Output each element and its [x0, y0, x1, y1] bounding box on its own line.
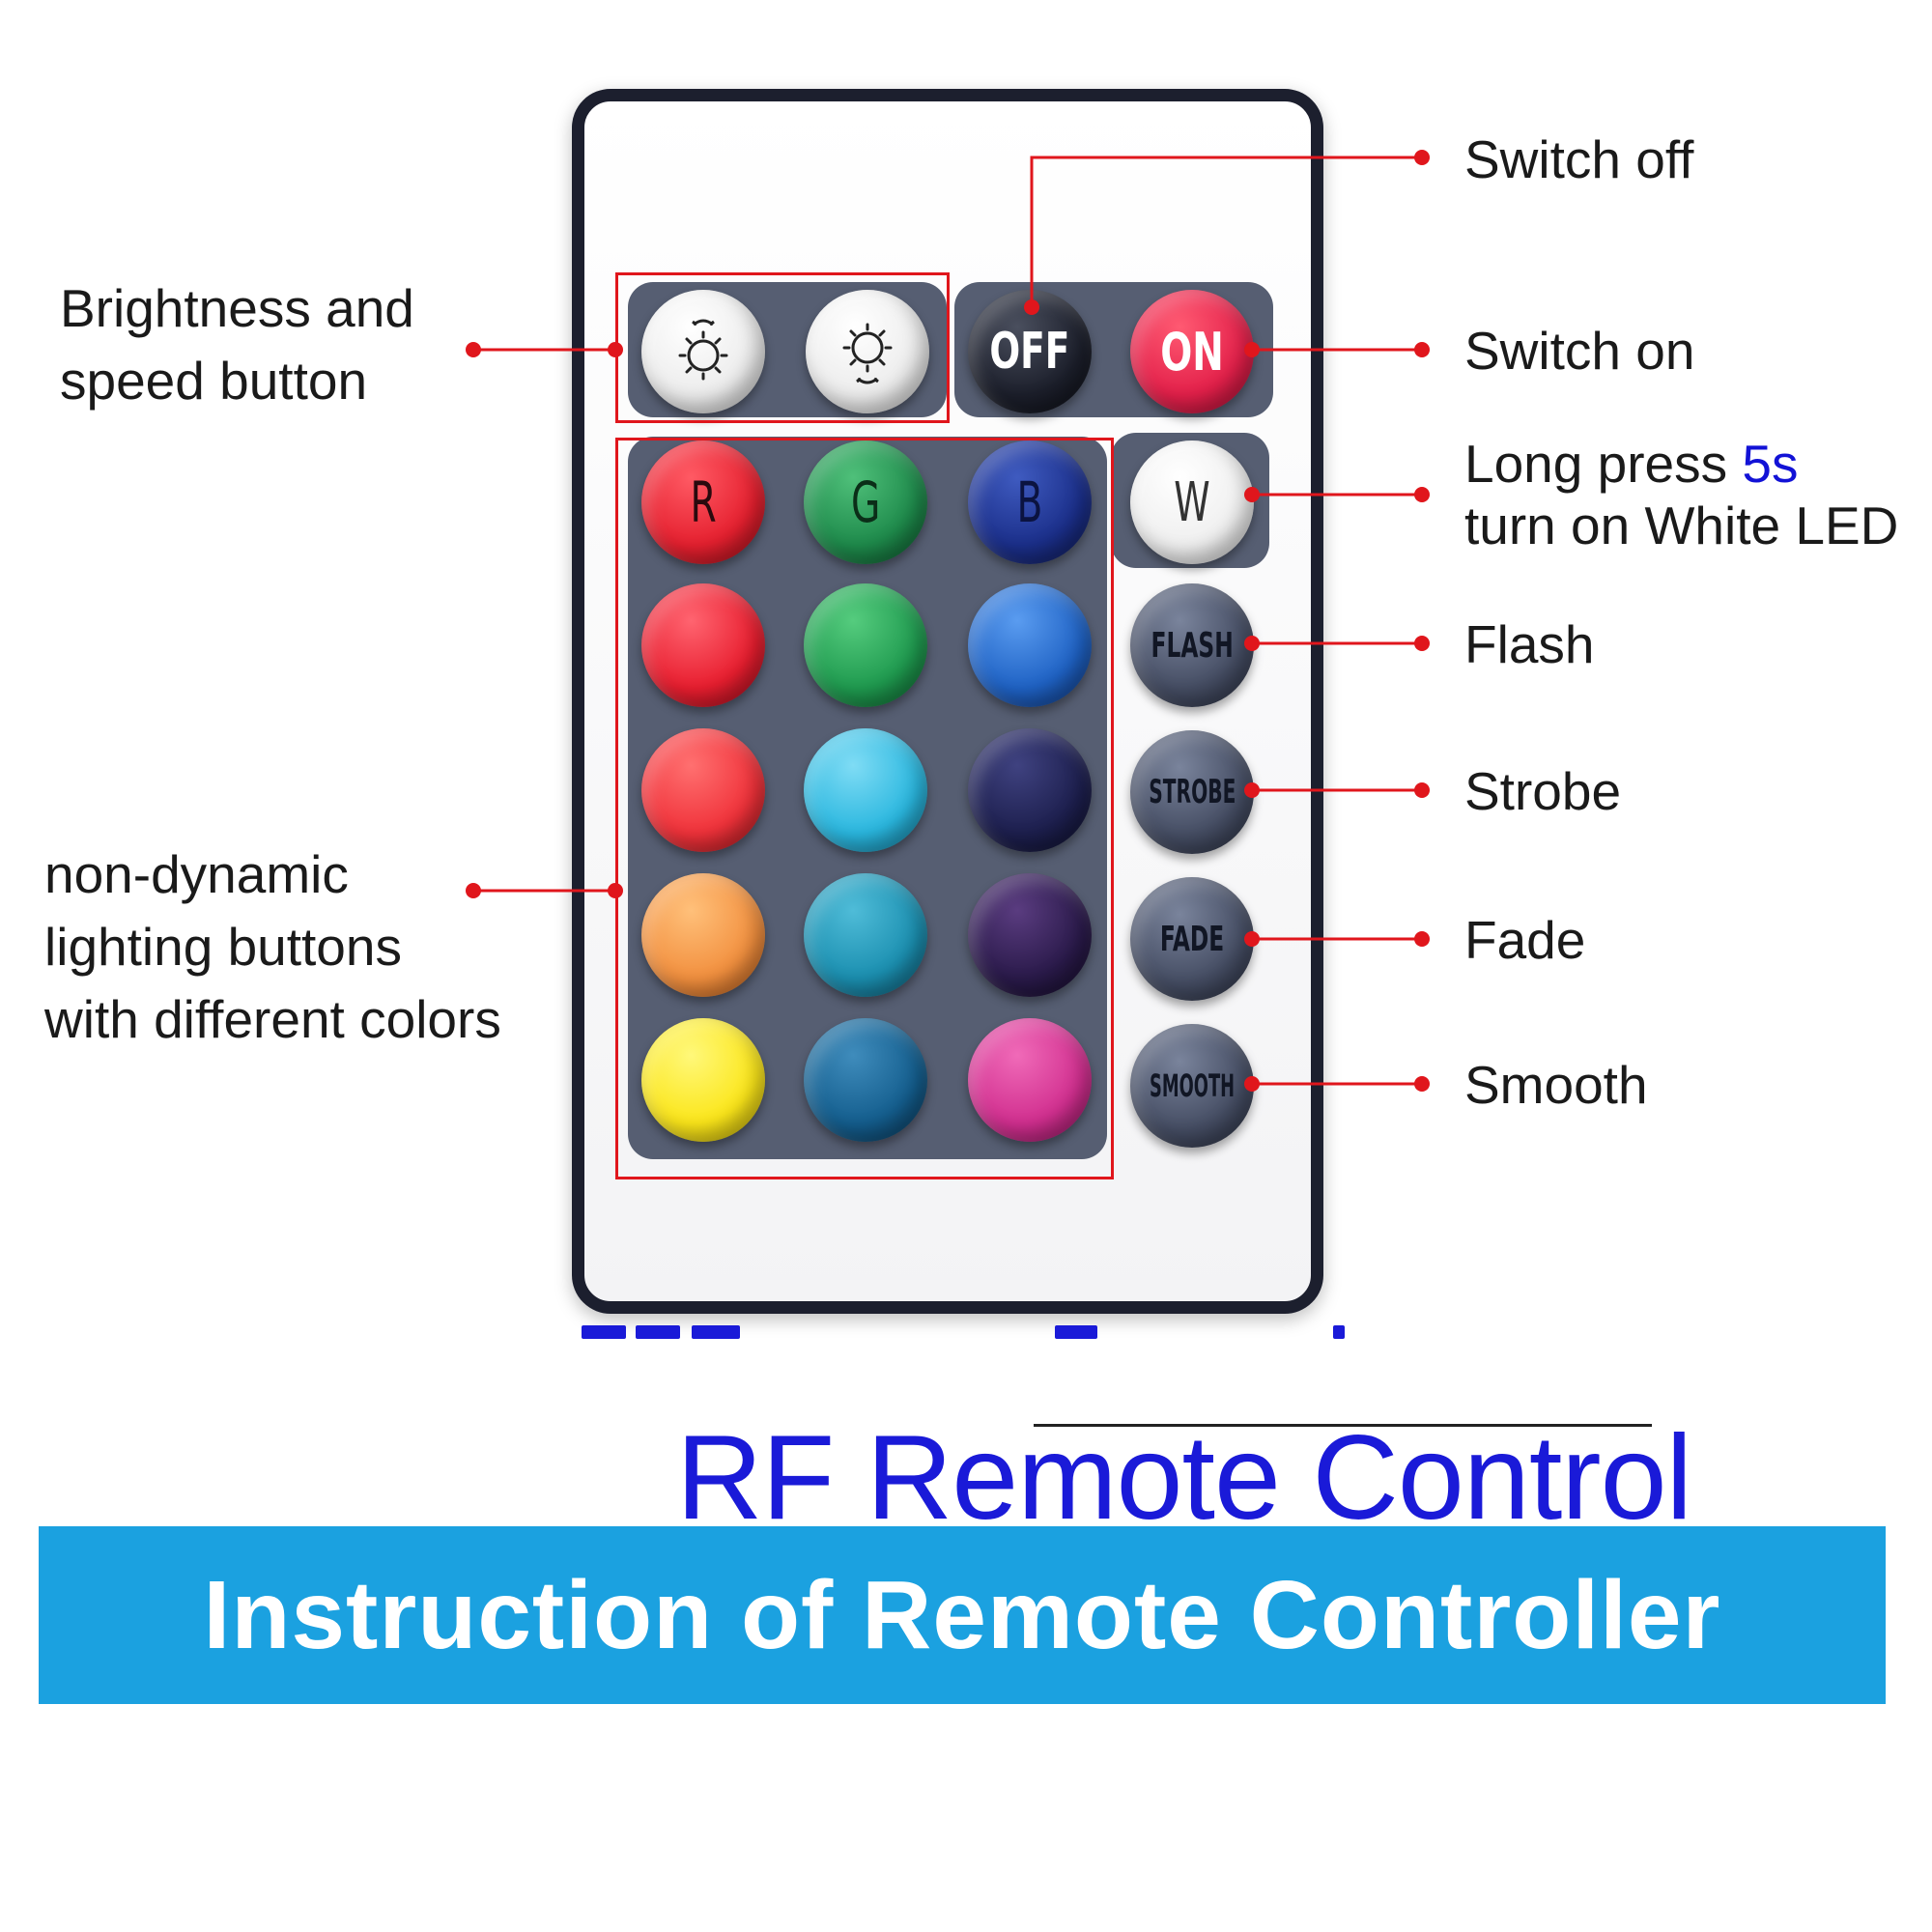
color-button[interactable] — [804, 1018, 927, 1142]
color-button[interactable] — [804, 583, 927, 707]
on-button-label: ON — [1160, 321, 1224, 383]
white-button-label: W — [1174, 470, 1210, 534]
brightness-annotation-line1: Brightness and — [60, 278, 414, 338]
fade-button-label: FADE — [1159, 919, 1225, 959]
color-button[interactable] — [641, 583, 765, 707]
strobe-callout-dot-end — [1414, 782, 1430, 798]
brightness-down-button[interactable] — [806, 290, 929, 413]
white-annotation-duration: 5s — [1742, 434, 1799, 494]
instruction-banner: Instruction of Remote Controller — [39, 1526, 1886, 1704]
off-button-label: OFF — [989, 323, 1070, 381]
color-button[interactable] — [641, 1018, 765, 1142]
switch-off-annotation: Switch off — [1464, 129, 1694, 189]
white-annotation-line1a: Long press — [1464, 434, 1743, 494]
color-button[interactable] — [968, 1018, 1092, 1142]
flash-callout-dot-end — [1414, 636, 1430, 651]
off-button[interactable]: OFF — [968, 290, 1092, 413]
colors-annotation: non-dynamic lighting buttons with differ… — [44, 838, 501, 1056]
color-button[interactable] — [641, 728, 765, 852]
color-button-green[interactable]: G — [804, 440, 927, 564]
color-button[interactable] — [804, 728, 927, 852]
colors-annotation-line3: with different colors — [44, 989, 501, 1049]
title-overline — [1034, 1424, 1652, 1427]
switch-on-callout-dot-end — [1414, 342, 1430, 357]
flash-annotation: Flash — [1464, 614, 1595, 674]
switch-on-annotation: Switch on — [1464, 321, 1695, 381]
banner-text: Instruction of Remote Controller — [203, 1560, 1721, 1669]
fade-button[interactable]: FADE — [1130, 877, 1254, 1001]
strobe-button[interactable]: STROBE — [1130, 730, 1254, 854]
brightness-annotation: Brightness and speed button — [60, 272, 414, 417]
flash-button-label: FLASH — [1151, 625, 1234, 666]
cropped-text-remnant — [576, 1325, 1349, 1339]
color-grid-highlight-frame — [615, 438, 1114, 1179]
color-button[interactable] — [968, 583, 1092, 707]
white-callout-dot-end — [1414, 487, 1430, 502]
brightness-down-icon — [842, 323, 893, 384]
color-button[interactable] — [968, 728, 1092, 852]
brightness-callout-dot-left — [466, 342, 481, 357]
colors-annotation-line2: lighting buttons — [44, 917, 402, 977]
flash-button[interactable]: FLASH — [1130, 583, 1254, 707]
white-button[interactable]: W — [1130, 440, 1254, 564]
strobe-annotation: Strobe — [1464, 761, 1622, 821]
fade-annotation: Fade — [1464, 910, 1586, 970]
colors-annotation-line1: non-dynamic — [44, 844, 349, 904]
color-button[interactable] — [968, 873, 1092, 997]
color-button[interactable] — [804, 873, 927, 997]
fade-callout-dot-end — [1414, 931, 1430, 947]
page-title: RF Remote Control — [676, 1411, 1692, 1545]
white-annotation: Long press 5s turn on White LED — [1464, 433, 1898, 556]
on-button[interactable]: ON — [1130, 290, 1254, 413]
white-annotation-line2: turn on White LED — [1464, 496, 1899, 555]
switch-off-callout-dot-end — [1414, 150, 1430, 165]
smooth-annotation: Smooth — [1464, 1055, 1648, 1115]
brightness-up-button[interactable] — [641, 290, 765, 413]
brightness-highlight-frame — [615, 272, 950, 423]
smooth-button[interactable]: SMOOTH — [1130, 1024, 1254, 1148]
color-button[interactable] — [641, 873, 765, 997]
strobe-button-label: STROBE — [1148, 773, 1236, 811]
brightness-annotation-line2: speed button — [60, 351, 368, 411]
brightness-up-icon — [678, 319, 728, 381]
smooth-button-label: SMOOTH — [1149, 1067, 1236, 1104]
smooth-callout-dot-end — [1414, 1076, 1430, 1092]
